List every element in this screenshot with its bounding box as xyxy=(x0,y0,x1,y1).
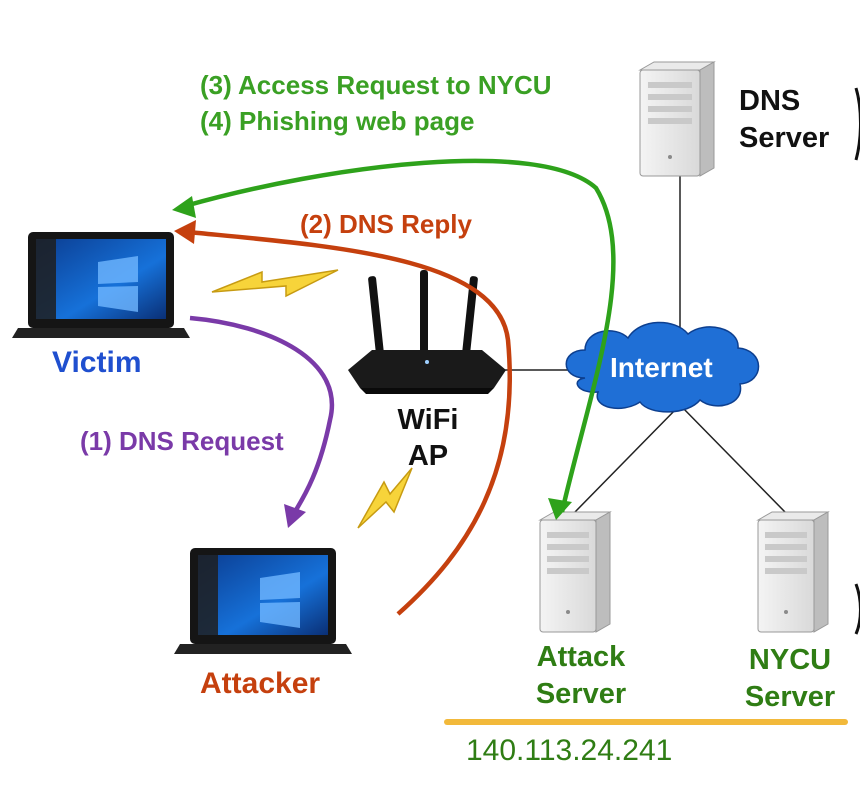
attack-server-label-line2: Server xyxy=(535,678,627,710)
network-links xyxy=(505,175,786,513)
nycu-server-label-line2: Server xyxy=(744,681,836,713)
wifi-ap-label-line2: AP xyxy=(407,440,449,472)
dns-reply-label: (2) DNS Reply xyxy=(300,209,472,239)
victim-laptop-icon xyxy=(12,232,190,338)
edge-bracket xyxy=(854,87,860,161)
attacker-laptop-icon xyxy=(174,548,352,654)
edge-bracket xyxy=(854,583,860,635)
dns-request-arrow xyxy=(189,315,335,528)
phishing-page-arrow xyxy=(172,158,616,520)
dns-reply-arrow xyxy=(174,220,513,616)
nycu-server-icon xyxy=(756,511,830,633)
internet-label: Internet xyxy=(610,352,713,383)
lightning-icon xyxy=(357,467,413,529)
ip-address-label: 140.113.24.241 xyxy=(466,734,673,767)
attacker-label: Attacker xyxy=(200,667,321,700)
wifi-ap-label-line1: WiFi xyxy=(397,404,459,436)
nycu-server-label-line1: NYCU xyxy=(748,644,832,676)
internet-cloud-icon xyxy=(565,321,760,413)
wifi-router-icon xyxy=(348,270,506,394)
dns-server-label-line1: DNS xyxy=(739,85,801,117)
attack-server-label-line1: Attack xyxy=(536,641,626,673)
phishing-page-label: (4) Phishing web page xyxy=(200,106,475,136)
access-request-label: (3) Access Request to NYCU xyxy=(200,70,552,100)
dns-server-label-line2: Server xyxy=(739,122,830,154)
ip-range-bar xyxy=(444,719,848,725)
lightning-icon xyxy=(211,269,339,298)
dns-server-icon xyxy=(638,61,716,177)
attack-server-icon xyxy=(538,511,612,633)
dns-request-label: (1) DNS Request xyxy=(80,426,284,456)
victim-label: Victim xyxy=(52,346,142,379)
